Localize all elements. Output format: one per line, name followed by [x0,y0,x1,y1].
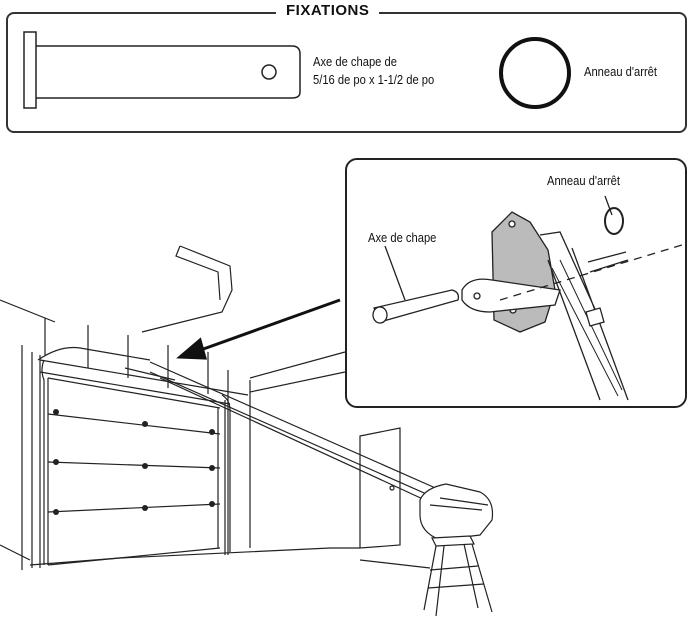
ceiling-bracket [141,245,233,333]
back-door [359,427,401,549]
ladder-top [431,535,475,547]
back-wall-line [249,371,346,393]
inset-door-bracket [491,211,556,333]
wall-corner [0,544,31,561]
opener-motor [419,483,494,541]
opener-motor-detail [429,497,489,511]
floor-line-right [359,559,431,569]
hinge [142,421,148,427]
door-section-2 [47,461,221,469]
hinge [209,429,215,435]
door-arm-curve [37,346,151,361]
ladder-leg-4 [471,543,493,613]
pin-leader-line [384,245,406,301]
header-beam-2 [39,371,231,405]
inset-clevis-pin [373,289,460,323]
door-knob [389,485,395,491]
opener-rail-bottom [149,371,441,501]
ladder-step-2 [427,583,485,589]
back-wall-top [249,351,346,379]
inset-pin-label: Axe de chape [368,230,437,245]
alignment-line [499,244,683,301]
retaining-ring-drawing [499,37,571,109]
ring-label: Anneau d'arrêt [584,64,657,79]
ring-leader-line [604,195,613,216]
clevis-pin-label-line1: Axe de chape de [313,54,397,69]
ladder-step-1 [429,565,479,571]
door-arm [124,367,176,381]
ladder-leg-1 [423,545,437,611]
ladder-leg-2 [435,545,445,617]
hinge [209,501,215,507]
opener-rail-top [149,361,441,491]
hinge [53,459,59,465]
fasteners-title: FIXATIONS [276,1,380,21]
door-section-3 [47,503,221,513]
clevis-pin-label-line2: 5/16 de po x 1-1/2 de po [313,72,435,87]
inset-ring-label: Anneau d'arrêt [547,173,620,188]
pointer-arrow [176,298,341,360]
door-section-1 [47,413,221,435]
door-bottom [47,547,221,566]
ceiling-line-left [0,299,56,323]
opener-rail-lower [159,377,439,507]
inset-retaining-ring [604,207,624,235]
ladder-leg-3 [463,543,479,609]
header-beam [39,359,249,396]
hinge [142,505,148,511]
door-top-edge [47,377,221,409]
fasteners-drawings [23,31,571,109]
hinge [209,465,215,471]
hinge [53,409,59,415]
clevis-pin-drawing [23,31,301,109]
track-left [41,359,45,565]
hinge [53,509,59,515]
hinge [142,463,148,469]
inset-arm-tab [461,278,561,313]
